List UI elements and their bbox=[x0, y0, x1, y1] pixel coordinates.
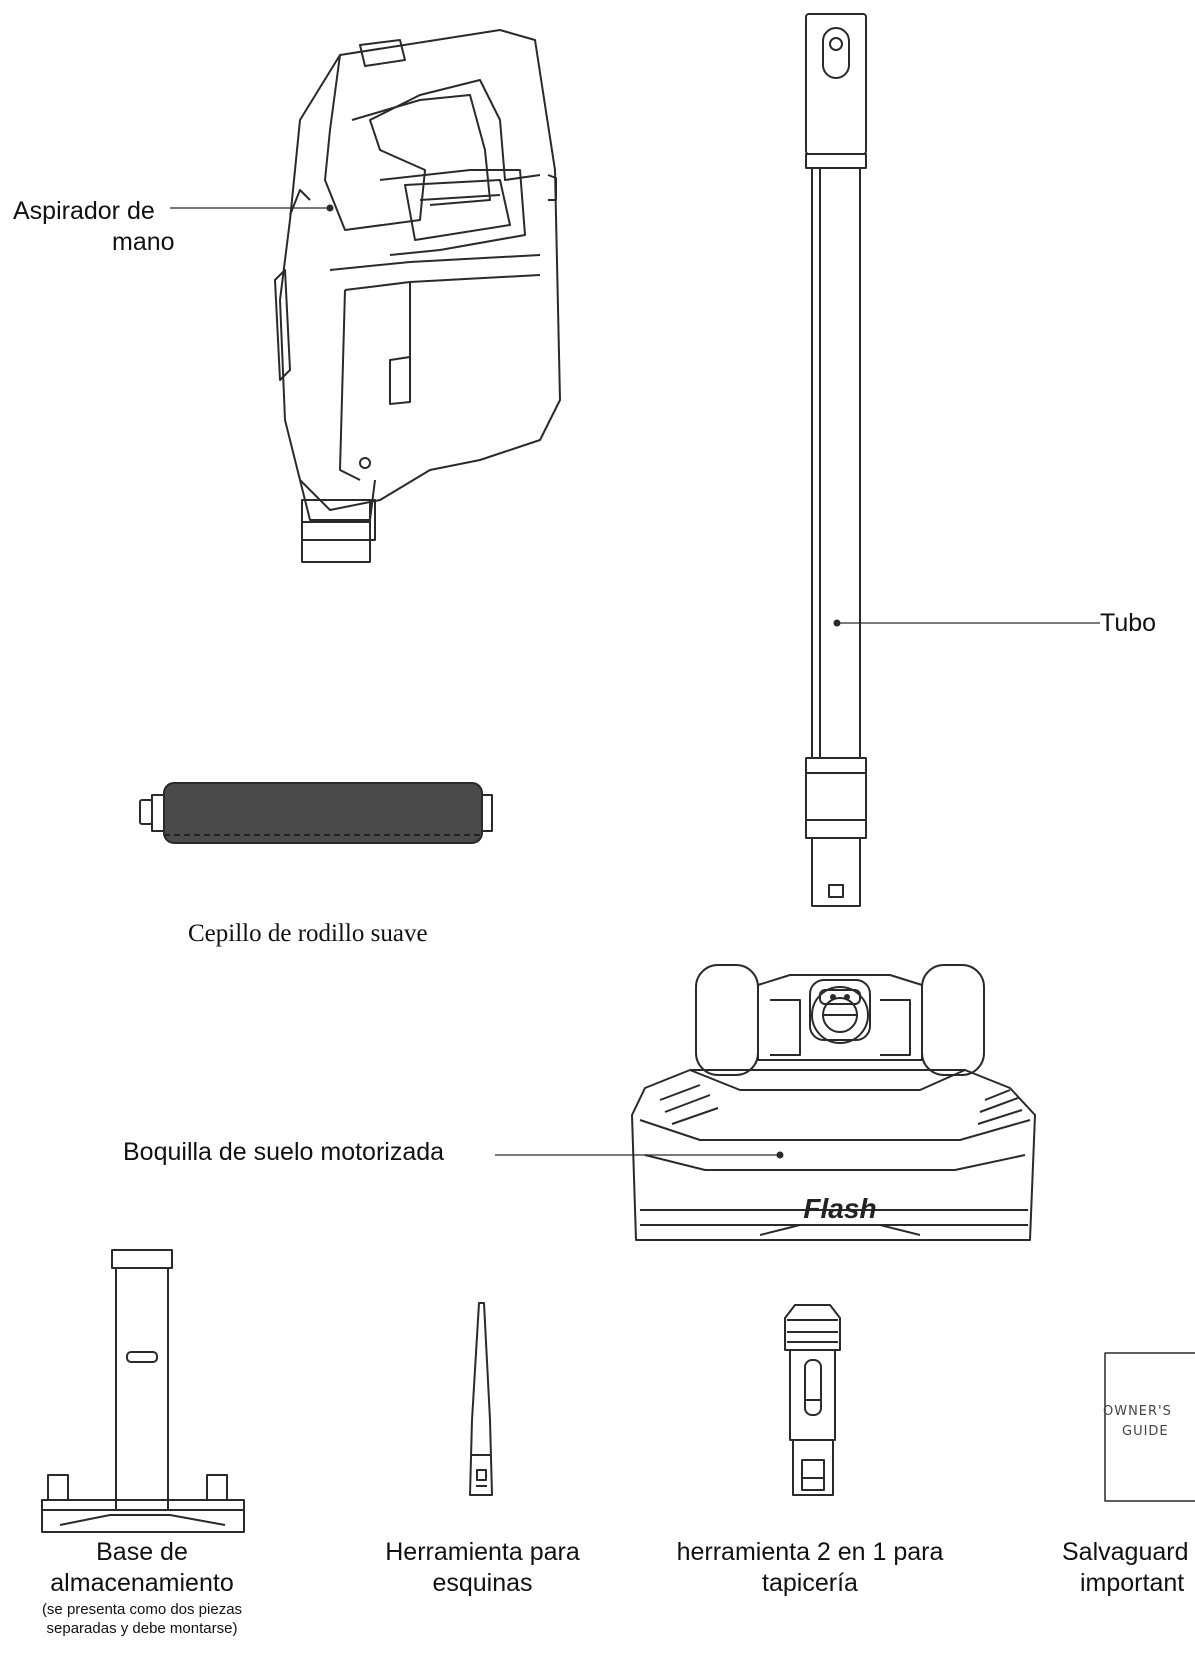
crevice-label-line1: Herramienta para bbox=[385, 1538, 580, 1566]
nozzle-brand-logo: Flash bbox=[803, 1193, 876, 1224]
upholstery-label-line2: tapicería bbox=[762, 1569, 858, 1597]
motorized-floor-nozzle bbox=[631, 964, 1036, 1241]
handheld-vacuum bbox=[274, 29, 561, 563]
nozzle-label: Boquilla de suelo motorizada bbox=[123, 1138, 445, 1166]
base-label-line1: Base de bbox=[96, 1538, 188, 1566]
upholstery-label-line1: herramienta 2 en 1 para bbox=[676, 1538, 944, 1566]
guide-text-line1: OWNER'S bbox=[1103, 1404, 1172, 1419]
handheld-label-line1: Aspirador de bbox=[13, 197, 155, 225]
handheld-label-line2: mano bbox=[112, 228, 175, 256]
wand bbox=[805, 13, 867, 907]
crevice-tool bbox=[469, 1302, 493, 1496]
base-note-line1: (se presenta como dos piezas bbox=[41, 1601, 243, 1618]
guide-text-line2: GUIDE bbox=[1122, 1424, 1169, 1439]
base-label-line2: almacenamiento bbox=[50, 1569, 234, 1597]
roller-brush-label: Cepillo de rodillo suave bbox=[188, 920, 428, 947]
crevice-label-line2: esquinas bbox=[432, 1569, 533, 1597]
safeguards-label-line1: Salvaguard bbox=[1062, 1538, 1189, 1566]
roller-brush bbox=[139, 782, 493, 844]
base-note-line2: separadas y debe montarse) bbox=[46, 1620, 238, 1637]
owners-guide-booklet bbox=[1104, 1352, 1195, 1502]
wand-label: Tubo bbox=[1100, 609, 1157, 637]
safeguards-label-line2: important bbox=[1080, 1569, 1185, 1597]
upholstery-tool bbox=[784, 1304, 841, 1496]
storage-base bbox=[41, 1249, 245, 1533]
